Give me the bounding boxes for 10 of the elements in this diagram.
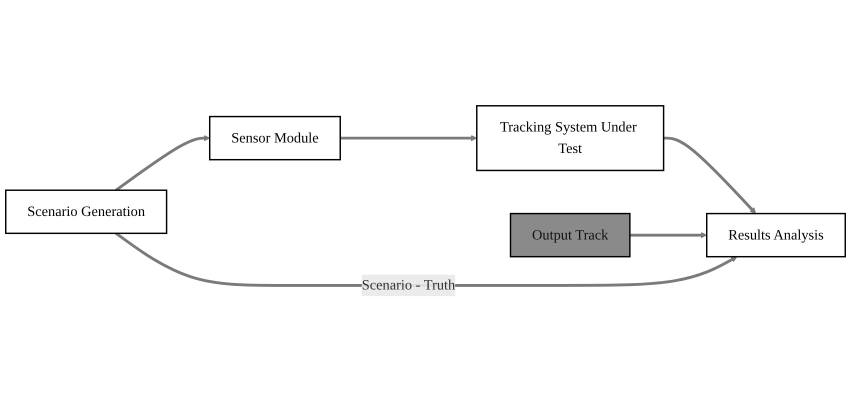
edge-label: Scenario - Truth bbox=[362, 278, 456, 294]
node-box: Output Track bbox=[510, 212, 631, 258]
node-box: Scenario Generation bbox=[5, 190, 168, 234]
arrow bbox=[630, 232, 707, 238]
node-box: Tracking System Under Test bbox=[476, 105, 664, 172]
node-box: Results Analysis bbox=[706, 212, 846, 258]
arrow bbox=[664, 136, 756, 214]
arrow bbox=[340, 134, 478, 142]
node-box: Sensor Module bbox=[208, 116, 341, 160]
arrow bbox=[115, 134, 210, 192]
